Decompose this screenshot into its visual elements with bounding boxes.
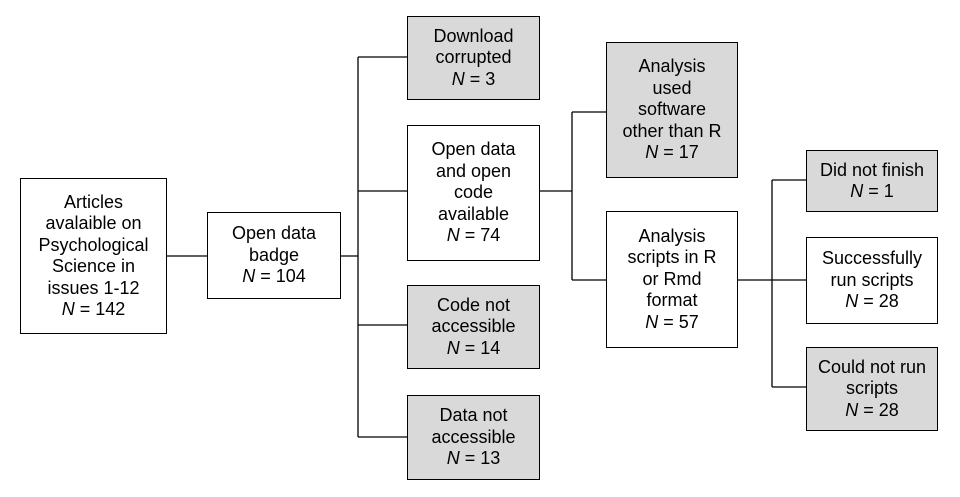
node-count: N = 3 [452, 69, 496, 91]
node-label-line: Science in [51, 256, 136, 276]
node-label-line: Open data [231, 223, 317, 244]
node-label-line: Data not [439, 405, 508, 426]
n-symbol: N [446, 448, 460, 469]
n-symbol: N [451, 68, 465, 89]
node-label-line: issues 1-12 [47, 277, 140, 298]
n-equals: = [459, 225, 481, 246]
node-count: N = 28 [845, 400, 899, 422]
n-symbol: N [850, 181, 864, 201]
node-label-line: run scripts [830, 269, 914, 290]
n-equals: = [858, 291, 879, 312]
node-label-line: avalaible on [45, 213, 142, 233]
node-label-line: other than R [622, 120, 722, 141]
n-value: 142 [95, 299, 126, 319]
node-label-line: or Rmd [642, 268, 702, 289]
node-label-line: Analysis [638, 225, 706, 246]
node-count: N = 142 [62, 299, 126, 321]
node-label-line: code [453, 182, 494, 203]
node-label-line: scripts [845, 378, 898, 399]
n-equals: = [858, 399, 879, 420]
node-label-line: software [637, 99, 707, 120]
n-value: 14 [480, 337, 501, 358]
n-symbol: N [845, 399, 859, 420]
n-equals: = [464, 68, 486, 89]
n-equals: = [658, 142, 679, 163]
n-equals: = [863, 181, 884, 201]
node-label-line: format [646, 290, 698, 311]
n-value: 17 [678, 142, 699, 163]
node-count: N = 104 [242, 266, 306, 288]
node-count: N = 57 [645, 312, 699, 334]
node-count: N = 14 [447, 338, 501, 360]
node-count: N = 28 [845, 291, 899, 313]
node-label-line: Psychological [38, 234, 149, 255]
n-value: 28 [878, 291, 899, 312]
node-label-line: Did not finish [819, 159, 925, 180]
node-label-line: badge [248, 244, 300, 265]
node-label-line: corrupted [435, 47, 512, 68]
n-symbol: N [242, 266, 256, 287]
node-label-line: accessible [431, 316, 516, 337]
n-value: 1 [883, 181, 894, 201]
node-label-line: accessible [431, 426, 516, 447]
n-value: 3 [485, 68, 496, 89]
n-value: 28 [878, 399, 899, 420]
n-value: 104 [275, 266, 306, 287]
n-symbol: N [645, 142, 659, 163]
n-equals: = [459, 337, 481, 358]
n-symbol: N [845, 291, 859, 312]
n-equals: = [658, 311, 679, 332]
n-value: 57 [678, 311, 699, 332]
node-label-line: used [652, 77, 692, 98]
node-label-line: Articles [63, 191, 123, 212]
n-symbol: N [645, 311, 659, 332]
node-label-line: Download [433, 25, 514, 46]
node-count: N = 13 [447, 448, 501, 470]
n-equals: = [74, 299, 96, 319]
node-label-line: Analysis [638, 56, 706, 77]
node-count: N = 17 [645, 142, 699, 164]
node-label-line: available [437, 203, 510, 224]
node-label-line: Successfully [821, 248, 923, 269]
node-label-line: and open [435, 160, 512, 181]
node-label-line: Code not [436, 294, 511, 315]
node-count: N = 1 [850, 181, 894, 203]
n-symbol: N [61, 299, 75, 319]
n-symbol: N [446, 225, 460, 246]
n-value: 13 [480, 448, 501, 469]
n-value: 74 [480, 225, 501, 246]
n-equals: = [255, 266, 276, 287]
n-equals: = [459, 448, 481, 469]
n-symbol: N [446, 337, 460, 358]
node-label-line: scripts in R [627, 247, 717, 268]
node-count: N = 74 [447, 225, 501, 247]
node-label-line: Open data [431, 139, 516, 160]
node-label-line: Could not run [817, 356, 927, 377]
